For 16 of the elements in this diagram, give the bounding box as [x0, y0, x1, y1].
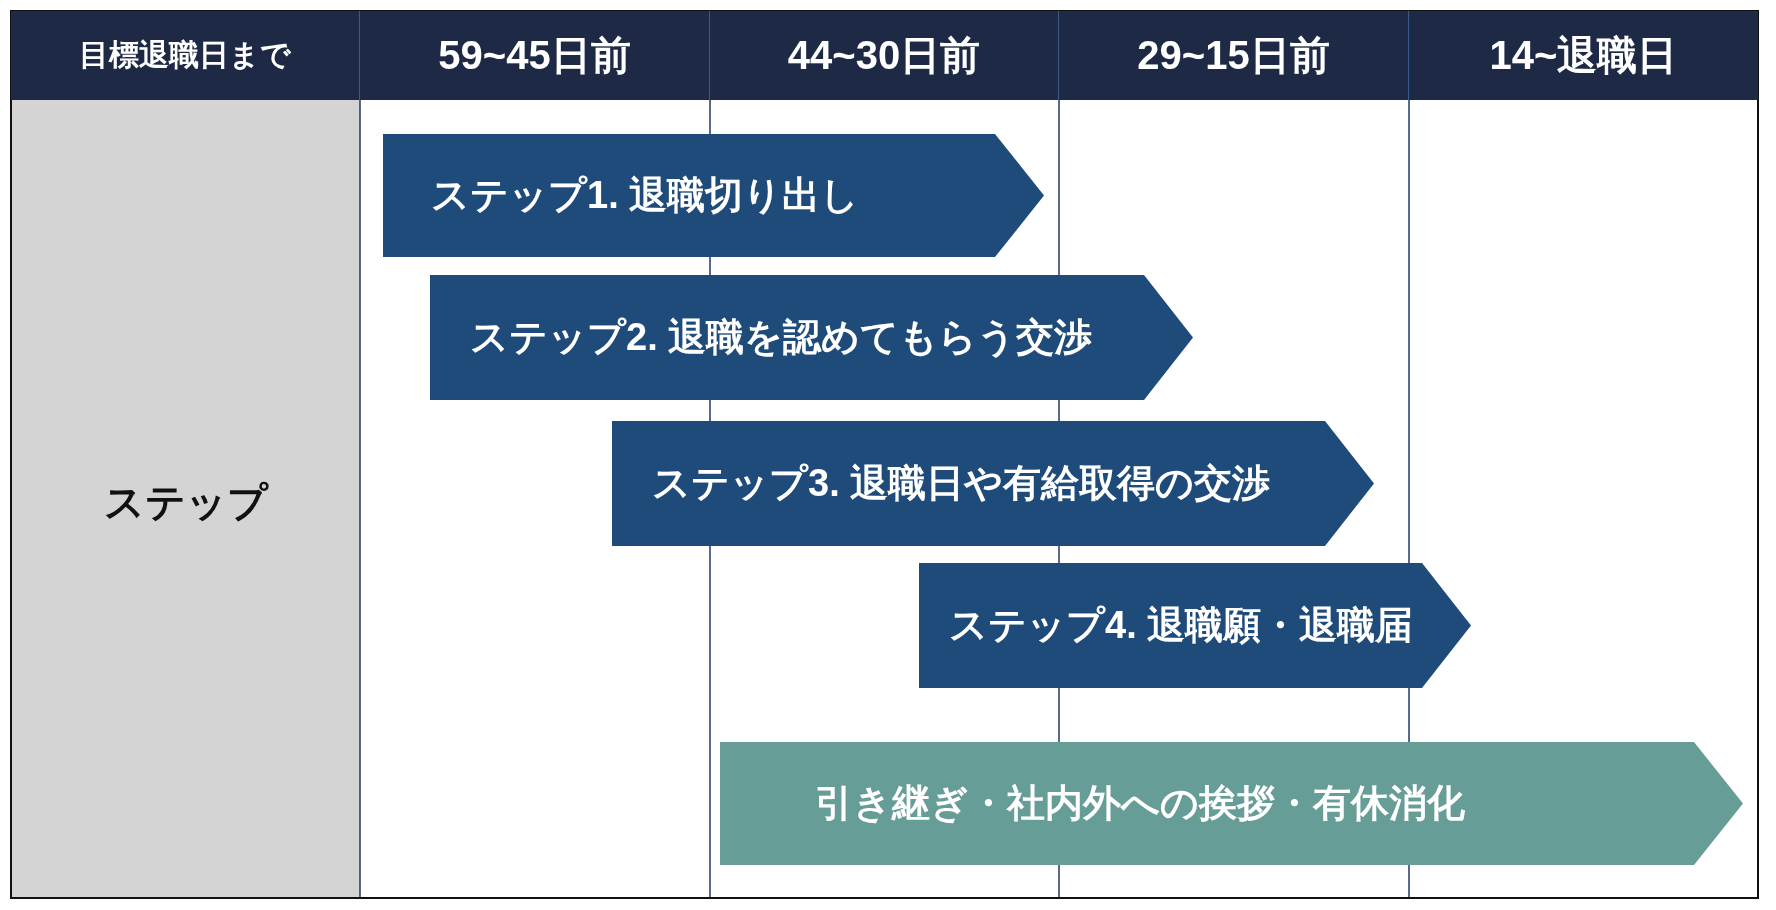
timeline-bar	[383, 134, 1044, 257]
step-label: ステップ1. 退職切り出し	[431, 173, 860, 218]
column-header: 29~15日前	[1059, 11, 1409, 100]
column-header: 目標退職日まで	[11, 11, 360, 100]
column-header: 44~30日前	[710, 11, 1059, 100]
timeline-bar	[720, 742, 1743, 865]
timeline-bar	[430, 275, 1193, 400]
step-label: ステップ3. 退職日や有給取得の交渉	[652, 461, 1271, 506]
row-header: ステップ	[103, 479, 268, 526]
timeline-bar	[919, 563, 1471, 688]
step-label: ステップ2. 退職を認めてもらう交渉	[470, 315, 1093, 360]
timeline-bar	[612, 421, 1374, 546]
step-label: 引き継ぎ・社内外への挨拶・有休消化	[815, 781, 1465, 826]
column-header: 59~45日前	[360, 11, 710, 100]
step-label: ステップ4. 退職願・退職届	[949, 603, 1414, 648]
column-header: 14~退職日	[1409, 11, 1758, 100]
